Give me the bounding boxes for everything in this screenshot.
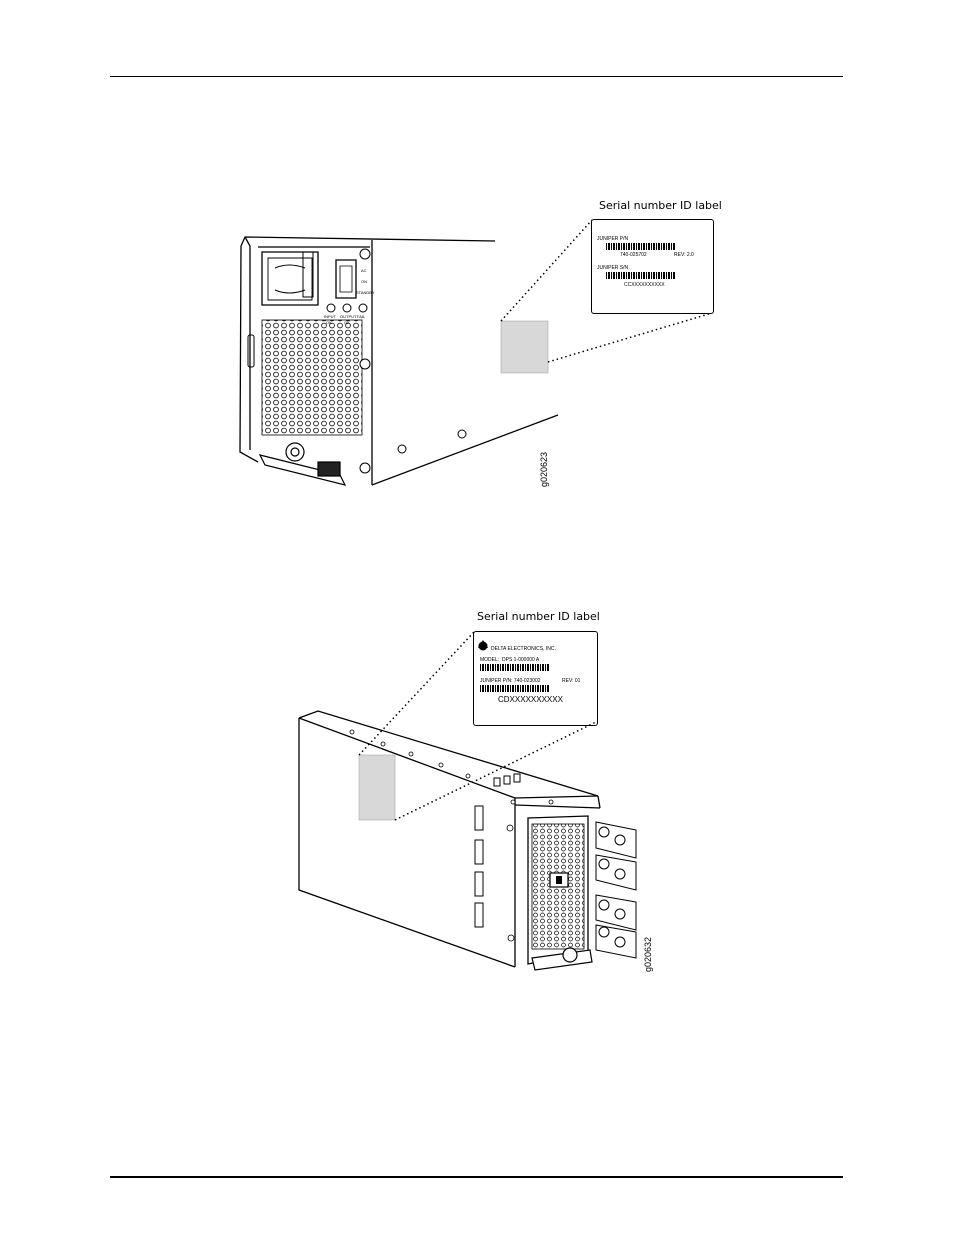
footer-rule (110, 1176, 843, 1178)
label-rev: REV: 01 (562, 678, 580, 684)
label-company: DELTA ELECTRONICS, INC. (491, 646, 556, 652)
dc-ejector-lever-icon (532, 948, 592, 970)
figure-2-caption: Serial number ID label (477, 610, 600, 623)
dc-serial-label-location (359, 755, 395, 820)
label-model-value: DPS 1-000000 A (502, 657, 539, 663)
figure-2-number: g020632 (643, 937, 653, 972)
dc-terminal-lug-icons (596, 822, 636, 958)
label-sn-value: CDXXXXXXXXXX (498, 695, 563, 704)
label-pn: JUNIPER P/N: 740-023002 (480, 678, 541, 684)
figure-2-serial-id-label: DELTA ELECTRONICS, INC. MODEL: DPS 1-000… (473, 631, 598, 726)
label-model-barcode (480, 664, 550, 671)
label-pn-barcode (480, 685, 550, 692)
label-model-title: MODEL: (480, 657, 499, 663)
